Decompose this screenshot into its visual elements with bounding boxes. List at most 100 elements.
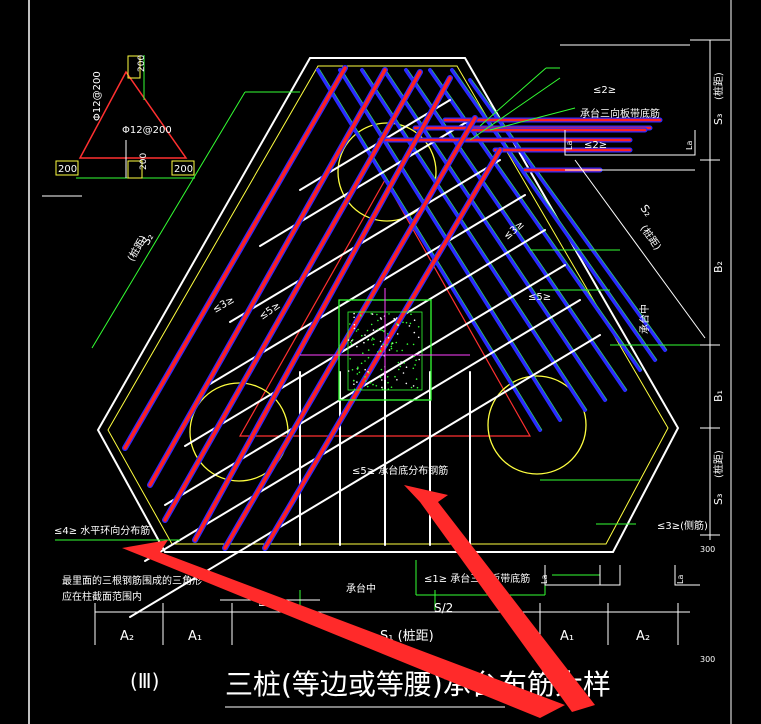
hatch-dot [414,364,416,366]
hatch-dot [416,386,419,389]
red-diagonal-bars [122,65,503,551]
hatch-dot [387,381,389,384]
hatch-dot [405,366,408,369]
hatch-dot [415,359,417,362]
hatch-dot [357,328,359,331]
label-s2-right-note: (桩距) [638,222,665,252]
la-brackets [544,130,700,586]
hatch-dot [367,349,370,351]
hatch-dot [413,331,416,334]
hatch-dot [373,338,375,341]
blue-bar-edge [407,69,628,391]
hatch-dot [364,360,366,362]
hatch-dot [387,388,390,391]
dim-a2-left: A₂ [120,629,134,644]
hatch-dot [396,379,398,381]
label-s3-bottom: S₃ [712,494,725,505]
white-diag-bar [164,264,566,506]
hatch-dot [347,339,350,341]
hatch-dot [364,376,366,378]
hatch-dot [377,351,379,353]
hatch-dot [399,365,402,368]
hatch-dot [371,337,374,340]
hatch-dot [360,362,363,365]
label-l4-desc: ≤4≥ 水平环向分布筋 [54,524,150,537]
hatch-dot [388,349,391,351]
hatch-dot [418,358,421,361]
inset-rebar-left: Φ12@200 [92,71,103,121]
hatch-dot [402,321,404,324]
hatch-dot [406,343,409,345]
blue-bar-edge [341,69,563,421]
hatch-dot [394,375,396,378]
white-diag-bar [184,229,546,447]
label-note-line1: 最里面的三根钢筋围成的三角形 [62,574,202,587]
hatch-dot [396,350,398,352]
hatch-dot [412,385,415,387]
white-diag-bar [229,159,501,323]
hatch-dot [357,366,359,369]
label-b1: B₁ [712,390,725,402]
hatch-dot [356,381,358,383]
hatch-dot [356,345,358,348]
blue-bar [316,68,542,432]
dim-a1-right: A₁ [560,629,574,644]
column-section [300,288,470,401]
hatch-dot [351,338,354,341]
hatch-dot [364,368,367,371]
label-s3-bottom-note: (桩距) [712,450,725,478]
hatch-dot [357,367,359,370]
hatch-dot [349,358,352,360]
hatch-dot [401,349,404,352]
label-l2-top: ≤2≥ [593,85,616,96]
label-b2: B₂ [712,261,725,273]
arrow-to-l4 [122,540,565,718]
blue-bar-edge [319,69,543,431]
hatch-dot [390,347,393,350]
hatch-dot [353,327,356,330]
hatch-dot [408,325,411,327]
hatch-dot [367,338,370,341]
white-diag-bar [129,334,601,618]
red-diagonal-bar [148,68,387,487]
hatch-dot [409,322,412,325]
right-dimensions [560,39,730,540]
label-s2-left: S₂ [139,231,156,247]
hatch-dot [413,319,416,322]
red-diagonal-bar [263,148,502,550]
hatch-dot [390,386,393,389]
cap-inner-outline [107,65,669,545]
hatch-dot [396,333,399,335]
hatch-dot [366,385,369,388]
hatch-dot [364,380,367,382]
white-diag-bar [144,299,581,562]
label-l5-desc: ≤5≥ 承台底分布钢筋 [352,464,448,477]
hatch-dot [412,343,415,346]
inset-dim-2: 200 [139,153,149,170]
red-diagonal-bar [193,76,452,542]
hatch-dot [383,330,385,333]
blue-bar-edge [471,79,668,351]
annotation-arrows [122,485,595,718]
hatch-dot [376,313,378,316]
hatch-dot [372,343,375,346]
inset-rebar-bottom: Φ12@200 [122,125,172,136]
hatch-dot [364,334,366,336]
hatch-dot [371,313,374,315]
hatch-dot [377,328,379,331]
hatch-dot [369,382,372,384]
hatch-dot [413,355,416,358]
hatch-dot [395,317,398,319]
hatch-dot [415,378,418,380]
hatch-dot [391,342,394,344]
label-l2-box: ≤2≥ [584,140,607,151]
hatch-dot [353,312,355,315]
hatch-dot [349,341,352,344]
label-l5-a: ≤5≥ [528,292,551,303]
blue-bar [360,68,587,412]
hatch-dot [390,345,393,348]
hatch-dot [362,352,364,355]
hatch-dot [359,388,362,390]
hatch-dot [358,371,361,374]
white-vertical-bars [299,371,471,546]
